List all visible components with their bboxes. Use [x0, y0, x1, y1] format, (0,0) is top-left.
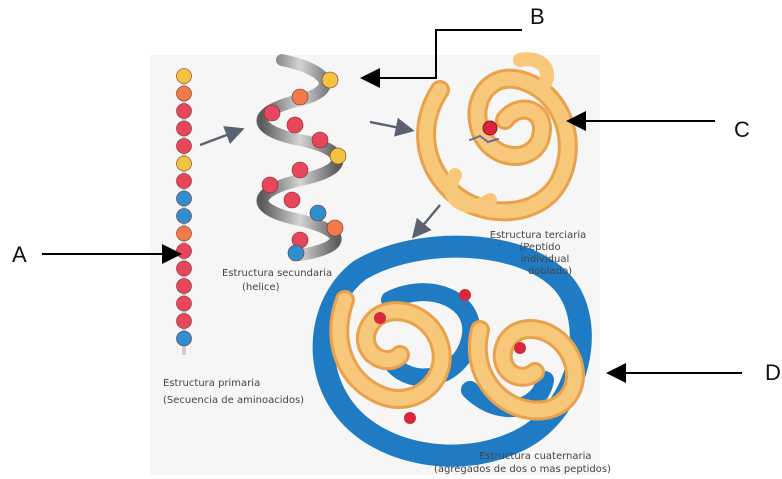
svg-text:Estructura cuaternaria: Estructura cuaternaria: [479, 451, 592, 462]
label-c: C: [734, 117, 750, 142]
amino-acid-bead: [322, 72, 338, 88]
label-b: B: [530, 4, 545, 29]
amino-acid-bead: [284, 192, 300, 208]
amino-acid-bead: [177, 174, 192, 189]
amino-acid-bead: [177, 139, 192, 154]
amino-acid-bead: [177, 279, 192, 294]
label-d: D: [765, 360, 781, 385]
amino-acid-bead: [177, 244, 192, 259]
amino-acid-bead: [327, 220, 343, 236]
amino-acid-bead: [177, 191, 192, 206]
label-a: A: [12, 242, 27, 267]
amino-acid-bead: [177, 69, 192, 84]
amino-acid-bead: [177, 209, 192, 224]
svg-text:(Secuencia de aminoacidos): (Secuencia de aminoacidos): [163, 395, 304, 406]
amino-acid-bead: [177, 104, 192, 119]
amino-acid-bead: [312, 132, 328, 148]
amino-acid-bead: [310, 205, 326, 221]
svg-text:(agregados de dos o mas peptid: (agregados de dos o mas peptidos): [434, 464, 611, 475]
svg-text:Estructura primaria: Estructura primaria: [163, 378, 260, 389]
svg-text:doblado): doblado): [528, 266, 572, 277]
svg-text:(Peptido: (Peptido: [519, 242, 560, 253]
amino-acid-bead: [330, 148, 346, 164]
amino-acid-bead: [177, 86, 192, 101]
svg-text:(helice): (helice): [242, 282, 280, 293]
amino-acid-bead: [292, 89, 308, 105]
svg-text:Estructura terciaria: Estructura terciaria: [490, 230, 586, 241]
amino-acid-bead: [177, 331, 192, 346]
amino-acid-bead: [177, 226, 192, 241]
svg-text:individual: individual: [521, 254, 570, 265]
amino-acid-bead: [292, 162, 308, 178]
amino-acid-bead: [177, 156, 192, 171]
svg-text:Estructura secundaria: Estructura secundaria: [222, 268, 332, 279]
amino-acid-bead: [177, 296, 192, 311]
amino-acid-bead: [262, 177, 278, 193]
amino-acid-bead: [287, 117, 303, 133]
amino-acid-bead: [264, 105, 280, 121]
amino-acid-bead: [177, 314, 192, 329]
amino-acid-bead: [177, 121, 192, 136]
amino-acid-bead: [177, 261, 192, 276]
amino-acid-bead: [288, 245, 304, 261]
